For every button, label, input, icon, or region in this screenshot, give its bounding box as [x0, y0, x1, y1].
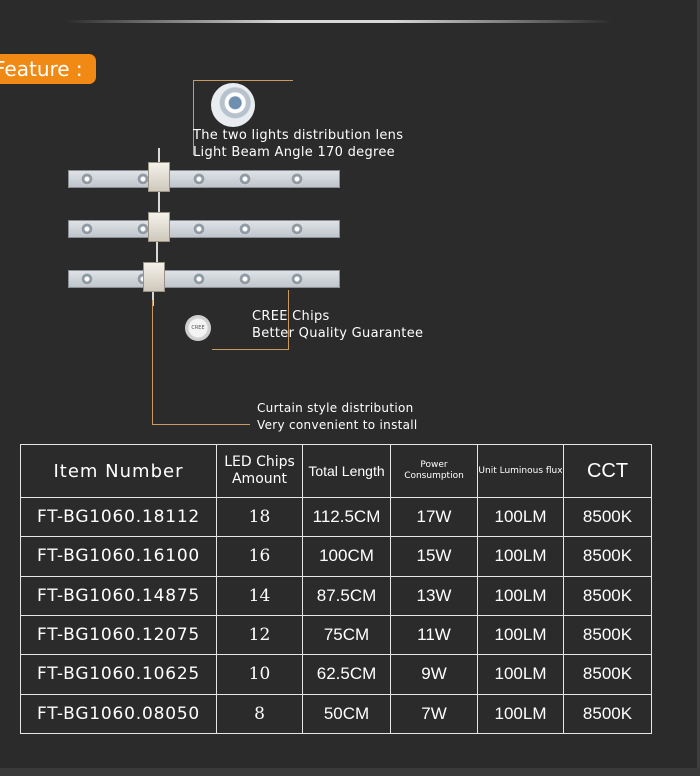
bottom-divider — [0, 768, 700, 776]
header-item-number: Item Number — [20, 444, 217, 498]
header-power-line-1: Power — [420, 460, 448, 470]
strip-connector — [143, 262, 165, 292]
header-power-line-2: Consumption — [404, 471, 464, 481]
callout-line — [212, 349, 288, 350]
cell-luminous-flux: 100LM — [477, 575, 564, 616]
top-divider — [64, 20, 612, 23]
table-row: FT-BG1060.14875 14 87.5CM 13W 100LM 8500… — [20, 575, 652, 616]
cell-led-chips: 16 — [216, 536, 303, 577]
header-power: Power Consumption — [390, 444, 478, 498]
cell-power: 13W — [390, 575, 478, 616]
cell-item-number: FT-BG1060.12075 — [20, 614, 217, 656]
cell-cct: 8500K — [563, 496, 652, 538]
cell-cct: 8500K — [563, 575, 652, 616]
cree-chip-image: CREE — [185, 315, 211, 341]
chips-callout-line-2: Better Quality Guarantee — [252, 326, 424, 341]
curtain-callout-line-2: Very convenient to install — [257, 418, 418, 432]
chips-callout-line-1: CREE Chips — [252, 309, 330, 324]
cell-total-length: 50CM — [302, 693, 391, 735]
cell-power: 7W — [390, 693, 478, 735]
cell-item-number: FT-BG1060.16100 — [20, 536, 217, 577]
cell-power: 15W — [390, 536, 478, 577]
table-row: FT-BG1060.12075 12 75CM 11W 100LM 8500K — [20, 614, 652, 656]
lens-callout: The two lights distribution lens Light B… — [193, 127, 403, 161]
cell-cct: 8500K — [563, 536, 652, 577]
cell-total-length: 62.5CM — [302, 654, 391, 695]
cell-item-number: FT-BG1060.08050 — [20, 693, 217, 735]
led-strip-1 — [68, 170, 340, 188]
feature-label: Feature : — [0, 54, 96, 84]
led-strip-2 — [68, 220, 340, 238]
header-led-chips: LED Chips Amount — [216, 444, 303, 498]
cell-luminous-flux: 100LM — [477, 693, 564, 735]
lens-closeup-image — [211, 83, 255, 127]
cell-item-number: FT-BG1060.14875 — [20, 575, 217, 616]
cell-cct: 8500K — [563, 693, 652, 735]
cell-power: 9W — [390, 654, 478, 695]
cell-item-number: FT-BG1060.10625 — [20, 654, 217, 695]
right-edge-bar — [697, 0, 700, 776]
cell-total-length: 75CM — [302, 614, 391, 656]
callout-line — [152, 424, 250, 425]
cell-total-length: 100CM — [302, 536, 391, 577]
cell-cct: 8500K — [563, 654, 652, 695]
header-luminous-flux: Unit Luminous flux — [477, 444, 564, 498]
callout-line — [152, 300, 153, 424]
callout-line — [193, 80, 194, 155]
cell-total-length: 112.5CM — [302, 496, 391, 538]
wire — [156, 238, 158, 264]
cell-led-chips: 10 — [216, 654, 303, 695]
cell-luminous-flux: 100LM — [477, 614, 564, 656]
table-row: FT-BG1060.18112 18 112.5CM 17W 100LM 850… — [20, 496, 652, 538]
cell-luminous-flux: 100LM — [477, 536, 564, 577]
cell-luminous-flux: 100LM — [477, 496, 564, 538]
wire — [158, 148, 160, 172]
lens-callout-line-2: Light Beam Angle 170 degree — [193, 145, 395, 160]
curtain-callout: Curtain style distribution Very convenie… — [257, 400, 418, 434]
table-row: FT-BG1060.16100 16 100CM 15W 100LM 8500K — [20, 536, 652, 577]
table-header-row: Item Number LED Chips Amount Total Lengt… — [20, 444, 652, 498]
spec-table: Item Number LED Chips Amount Total Lengt… — [20, 444, 652, 735]
callout-line — [193, 80, 293, 81]
header-led-line-1: LED Chips — [224, 454, 295, 470]
wire — [152, 288, 154, 306]
cell-led-chips: 12 — [216, 614, 303, 656]
header-total-length: Total Length — [302, 444, 391, 498]
header-led-line-2: Amount — [231, 471, 287, 487]
curtain-callout-line-1: Curtain style distribution — [257, 401, 414, 415]
cell-total-length: 87.5CM — [302, 575, 391, 616]
cell-luminous-flux: 100LM — [477, 654, 564, 695]
callout-line — [288, 290, 289, 350]
led-strip-3 — [68, 270, 340, 288]
strip-connector — [148, 162, 170, 192]
lens-callout-line-1: The two lights distribution lens — [193, 128, 404, 143]
cell-power: 17W — [390, 496, 478, 538]
cell-cct: 8500K — [563, 614, 652, 656]
strip-connector — [148, 212, 170, 242]
header-cct: CCT — [563, 444, 652, 498]
wire — [158, 188, 160, 212]
cell-item-number: FT-BG1060.18112 — [20, 496, 217, 538]
cell-led-chips: 18 — [216, 496, 303, 538]
cell-led-chips: 8 — [216, 693, 303, 735]
table-row: FT-BG1060.08050 8 50CM 7W 100LM 8500K — [20, 693, 652, 735]
chips-callout: CREE Chips Better Quality Guarantee — [252, 308, 423, 342]
cell-power: 11W — [390, 614, 478, 656]
table-row: FT-BG1060.10625 10 62.5CM 9W 100LM 8500K — [20, 654, 652, 695]
cell-led-chips: 14 — [216, 575, 303, 616]
